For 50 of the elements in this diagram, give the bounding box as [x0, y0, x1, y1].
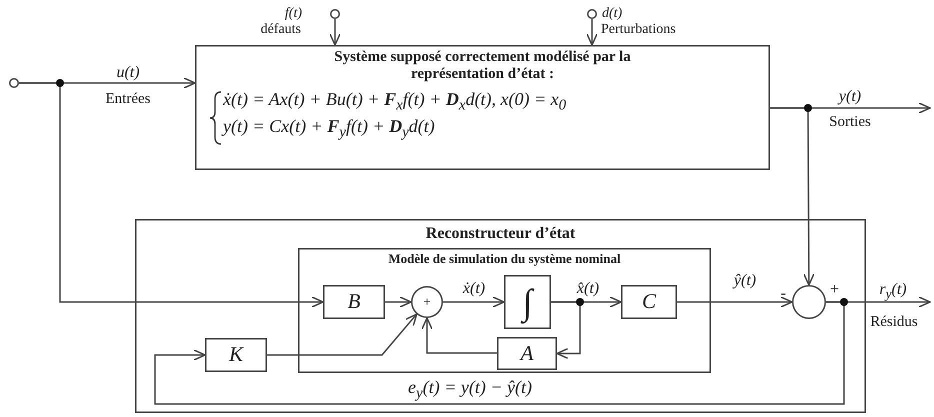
arrow: [551, 301, 581, 360]
gain-label: K: [228, 343, 243, 367]
system-block: [195, 45, 770, 170]
signal-label: d(t): [602, 6, 622, 22]
error-equation: e$_{y}$(t) = y(t) − ŷ(t): [408, 378, 532, 402]
arrow: [385, 296, 412, 308]
gain-block: [323, 285, 385, 319]
signal-name: défauts: [260, 22, 301, 38]
arrow: [770, 107, 815, 286]
state-equation: y(t) = Cx(t) + F$_{y}$f(t) + D$_{y}$d(t): [223, 117, 435, 142]
arrow: [19, 82, 324, 308]
arrow: [421, 317, 497, 354]
sign-label: -: [780, 285, 786, 303]
block-title: Reconstructeur d’état: [424, 225, 576, 243]
edge-label: r$_{y}$(t): [879, 281, 907, 302]
arrow: [267, 313, 418, 356]
edge-label: ẋ(t): [462, 280, 486, 298]
edge-label: ŷ(t): [734, 272, 756, 290]
signal-name: Sorties: [829, 114, 871, 130]
gain-label: C: [642, 290, 656, 314]
sign-label: +: [830, 281, 840, 299]
gain-block: [621, 285, 677, 319]
arrow: [154, 301, 845, 405]
arrow: [443, 296, 505, 308]
edge-label: x̂(t): [576, 280, 600, 298]
arrow: [586, 19, 598, 46]
integrator-block: [504, 275, 551, 329]
gain-label: A: [520, 342, 534, 366]
summing-junction: [792, 285, 826, 319]
plus-sign: +: [423, 294, 431, 310]
summing-junction: [411, 286, 443, 318]
signal-label: f(t): [284, 6, 302, 22]
gain-block: [205, 338, 267, 372]
gain-label: B: [348, 290, 360, 314]
input-terminal: [330, 9, 340, 19]
input-terminal: [587, 9, 597, 19]
arrow: [329, 19, 341, 46]
state-equation: ẋ(t) = Ax(t) + Bu(t) + F$_{x}$f(t) + D$_{x}$d(t), x(0) = x$_{0}$: [223, 90, 566, 114]
edge-label: y(t): [838, 88, 862, 106]
edge-label: u(t): [116, 64, 140, 82]
signal-name: Résidus: [870, 314, 918, 330]
gain-block: [497, 337, 557, 370]
block-title: Modèle de simulation du système nominal: [387, 252, 622, 266]
arrow: [677, 296, 793, 308]
signal-name: Perturbations: [601, 22, 676, 38]
model-block: [298, 248, 711, 373]
signal-name: Entrées: [106, 91, 150, 108]
observer-block: [135, 219, 866, 413]
block-title: Système supposé correctement modélisé par la représentation d’état :: [333, 49, 632, 82]
input-terminal: [9, 78, 19, 88]
